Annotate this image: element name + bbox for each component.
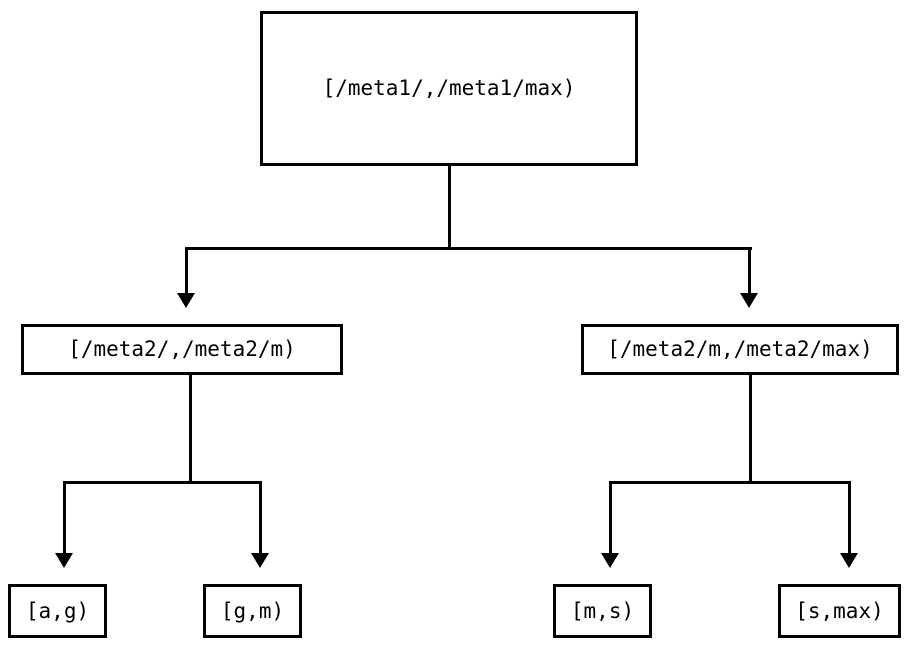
- tree-node-leaf-4-label: [s,max): [795, 598, 884, 623]
- arrowhead-leaf-1-icon: [55, 553, 73, 568]
- tree-node-middle-left-label: [/meta2/,/meta2/m): [68, 337, 296, 361]
- tree-node-middle-right[interactable]: [/meta2/m,/meta2/max): [581, 324, 899, 375]
- tree-node-root[interactable]: [/meta1/,/meta1/max): [260, 11, 638, 166]
- tree-node-root-label: [/meta1/,/meta1/max): [322, 76, 576, 100]
- tree-node-leaf-3-label: [m,s): [570, 598, 635, 623]
- edge-mid-right-crossbar: [609, 481, 851, 484]
- edge-mid-left-crossbar: [63, 481, 262, 484]
- edge-mid-left-to-leaf-2: [259, 481, 262, 555]
- edge-mid-left-stem: [189, 375, 192, 483]
- edge-root-to-mid-right: [748, 247, 751, 295]
- tree-node-leaf-2[interactable]: [g,m): [203, 584, 302, 638]
- edge-mid-left-to-leaf-1: [63, 481, 66, 555]
- arrowhead-leaf-2-icon: [251, 553, 269, 568]
- tree-node-leaf-1[interactable]: [a,g): [8, 584, 107, 638]
- tree-node-middle-right-label: [/meta2/m,/meta2/max): [607, 337, 873, 361]
- edge-root-stem: [448, 166, 451, 250]
- arrowhead-mid-left-icon: [177, 293, 195, 308]
- edge-mid-right-stem: [749, 375, 752, 483]
- arrowhead-leaf-3-icon: [601, 553, 619, 568]
- edge-root-to-mid-left: [185, 247, 188, 295]
- tree-node-middle-left[interactable]: [/meta2/,/meta2/m): [21, 324, 343, 375]
- edge-mid-right-to-leaf-4: [848, 481, 851, 555]
- edge-mid-right-to-leaf-3: [609, 481, 612, 555]
- tree-node-leaf-3[interactable]: [m,s): [553, 584, 652, 638]
- tree-node-leaf-1-label: [a,g): [25, 598, 90, 623]
- tree-node-leaf-2-label: [g,m): [220, 598, 285, 623]
- tree-node-leaf-4[interactable]: [s,max): [778, 584, 901, 638]
- arrowhead-leaf-4-icon: [840, 553, 858, 568]
- arrowhead-mid-right-icon: [740, 293, 758, 308]
- edge-root-crossbar: [185, 247, 752, 250]
